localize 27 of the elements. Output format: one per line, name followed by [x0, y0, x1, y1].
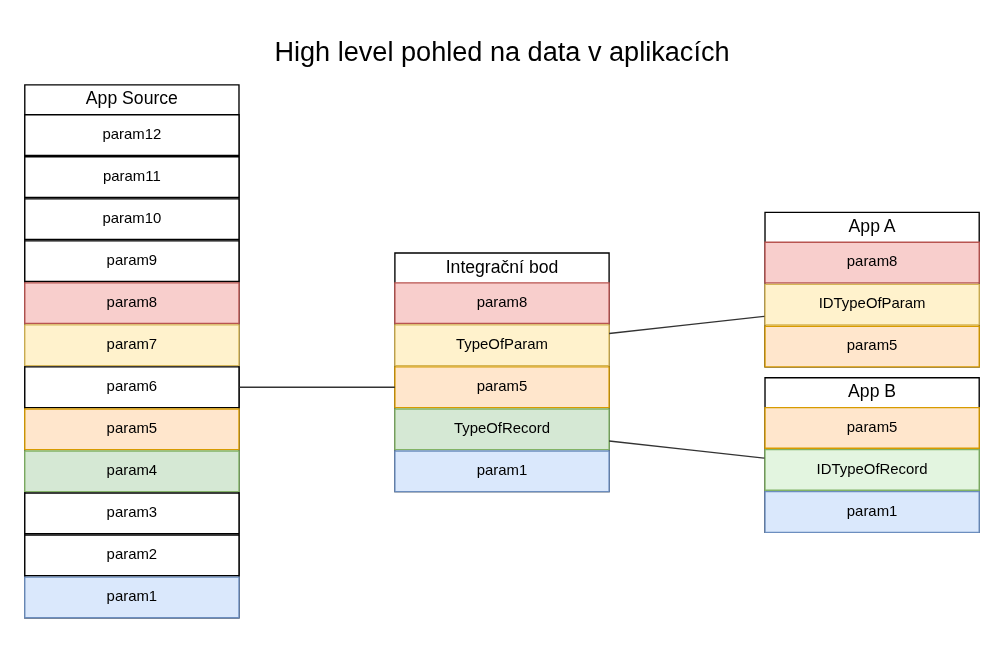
node-box: IDTypeOfRecord	[764, 448, 980, 491]
node-box: param6	[24, 366, 240, 409]
connector	[608, 315, 766, 335]
node-box: param8	[394, 282, 610, 325]
node-box: param4	[24, 450, 240, 493]
node-box: param2	[24, 534, 240, 577]
diagram-title: High level pohled na data v aplikacích	[274, 35, 730, 67]
connector	[238, 386, 396, 388]
node-box: TypeOfRecord	[394, 408, 610, 451]
node-box: param1	[394, 450, 610, 493]
node-box: param5	[764, 406, 980, 449]
node-box: param5	[764, 325, 980, 368]
node-box: param7	[24, 324, 240, 367]
connector	[608, 440, 766, 459]
node-box: param5	[24, 408, 240, 451]
node-box: param8	[764, 241, 980, 284]
node-box: param1	[24, 576, 240, 619]
node-box: param10	[24, 198, 240, 241]
node-box: param5	[394, 366, 610, 409]
node-box: param3	[24, 492, 240, 535]
node-box: param8	[24, 282, 240, 325]
node-box: TypeOfParam	[394, 324, 610, 367]
node-box: param1	[764, 490, 980, 533]
node-box: param9	[24, 240, 240, 283]
node-box: param11	[24, 156, 240, 199]
node-box: param12	[24, 114, 240, 157]
node-box: IDTypeOfParam	[764, 283, 980, 326]
